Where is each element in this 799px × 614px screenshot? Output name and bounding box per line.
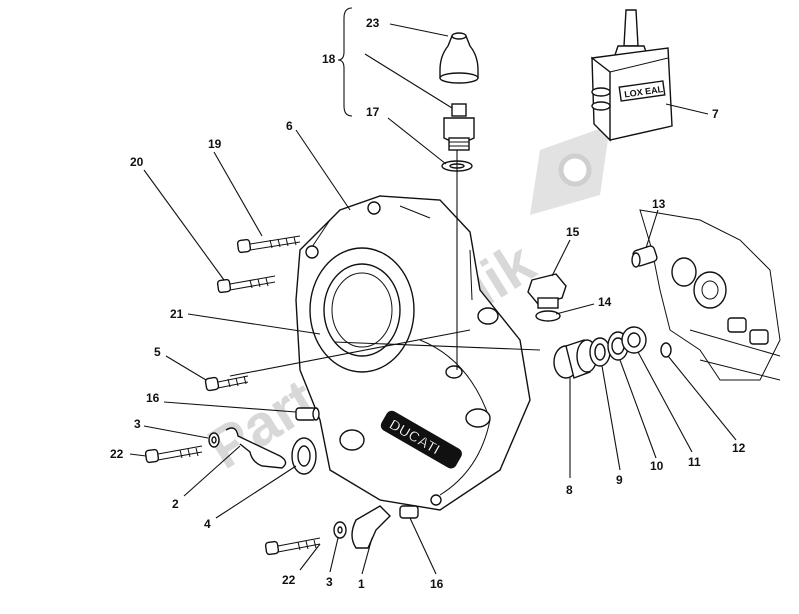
part-bolt-5 [204, 375, 249, 392]
callout-16-lower: 16 [430, 577, 444, 591]
callout-8: 8 [566, 483, 573, 497]
part-oring-14 [535, 310, 561, 322]
part-switch-sensor [443, 103, 475, 151]
callout-2: 2 [172, 497, 179, 511]
callout-18: 18 [322, 52, 336, 66]
part-ring-11 [621, 326, 647, 354]
part-dowel-16a [295, 407, 320, 421]
callout-17: 17 [366, 105, 380, 119]
callout-22-lower: 22 [282, 573, 296, 587]
part-bolt-19 [236, 235, 301, 254]
part-washer-3a [208, 432, 220, 448]
callout-19: 19 [208, 137, 222, 151]
part-ring-9 [589, 337, 611, 367]
callout-12: 12 [732, 441, 746, 455]
part-rubber-boot [439, 32, 479, 84]
part-engine-case [639, 209, 781, 381]
callout-3-upper: 3 [134, 417, 141, 431]
callout-16-upper: 16 [146, 391, 160, 405]
part-oring-12 [660, 342, 672, 358]
part-bolt-22b [264, 537, 321, 556]
callout-4: 4 [204, 517, 211, 531]
part-clip-2 [225, 427, 287, 469]
callout-7: 7 [712, 107, 719, 121]
callout-6: 6 [286, 119, 293, 133]
callout-3-lower: 3 [326, 575, 333, 589]
part-filler-plug-15 [527, 273, 567, 309]
callout-labels: 23 18 17 7 6 19 20 13 15 14 21 5 16 3 22… [110, 16, 746, 591]
watermark-gear-icon [530, 125, 610, 215]
callout-13: 13 [652, 197, 666, 211]
part-bolt-22a [144, 445, 203, 464]
callout-23: 23 [366, 16, 380, 30]
callout-10: 10 [650, 459, 664, 473]
part-oil-seal-4 [291, 437, 317, 475]
part-clutch-cover: DUCATI [295, 195, 531, 511]
callout-21: 21 [170, 307, 184, 321]
callout-11: 11 [688, 455, 701, 469]
callout-22-upper: 22 [110, 447, 124, 461]
callout-15: 15 [566, 225, 580, 239]
part-washer-3b [333, 521, 347, 539]
callout-9: 9 [616, 473, 623, 487]
part-dowel-16b [399, 505, 419, 519]
callout-14: 14 [598, 295, 612, 309]
part-bolt-20 [216, 275, 276, 294]
part-sleeve-13 [631, 245, 658, 268]
leader-lines [129, 23, 737, 575]
callout-20: 20 [130, 155, 144, 169]
callout-1: 1 [358, 577, 365, 591]
group-bracket [337, 7, 353, 117]
part-clip-1 [351, 505, 391, 549]
part-sealant-bottle: LOX EAL [591, 9, 673, 142]
callout-5: 5 [154, 345, 161, 359]
